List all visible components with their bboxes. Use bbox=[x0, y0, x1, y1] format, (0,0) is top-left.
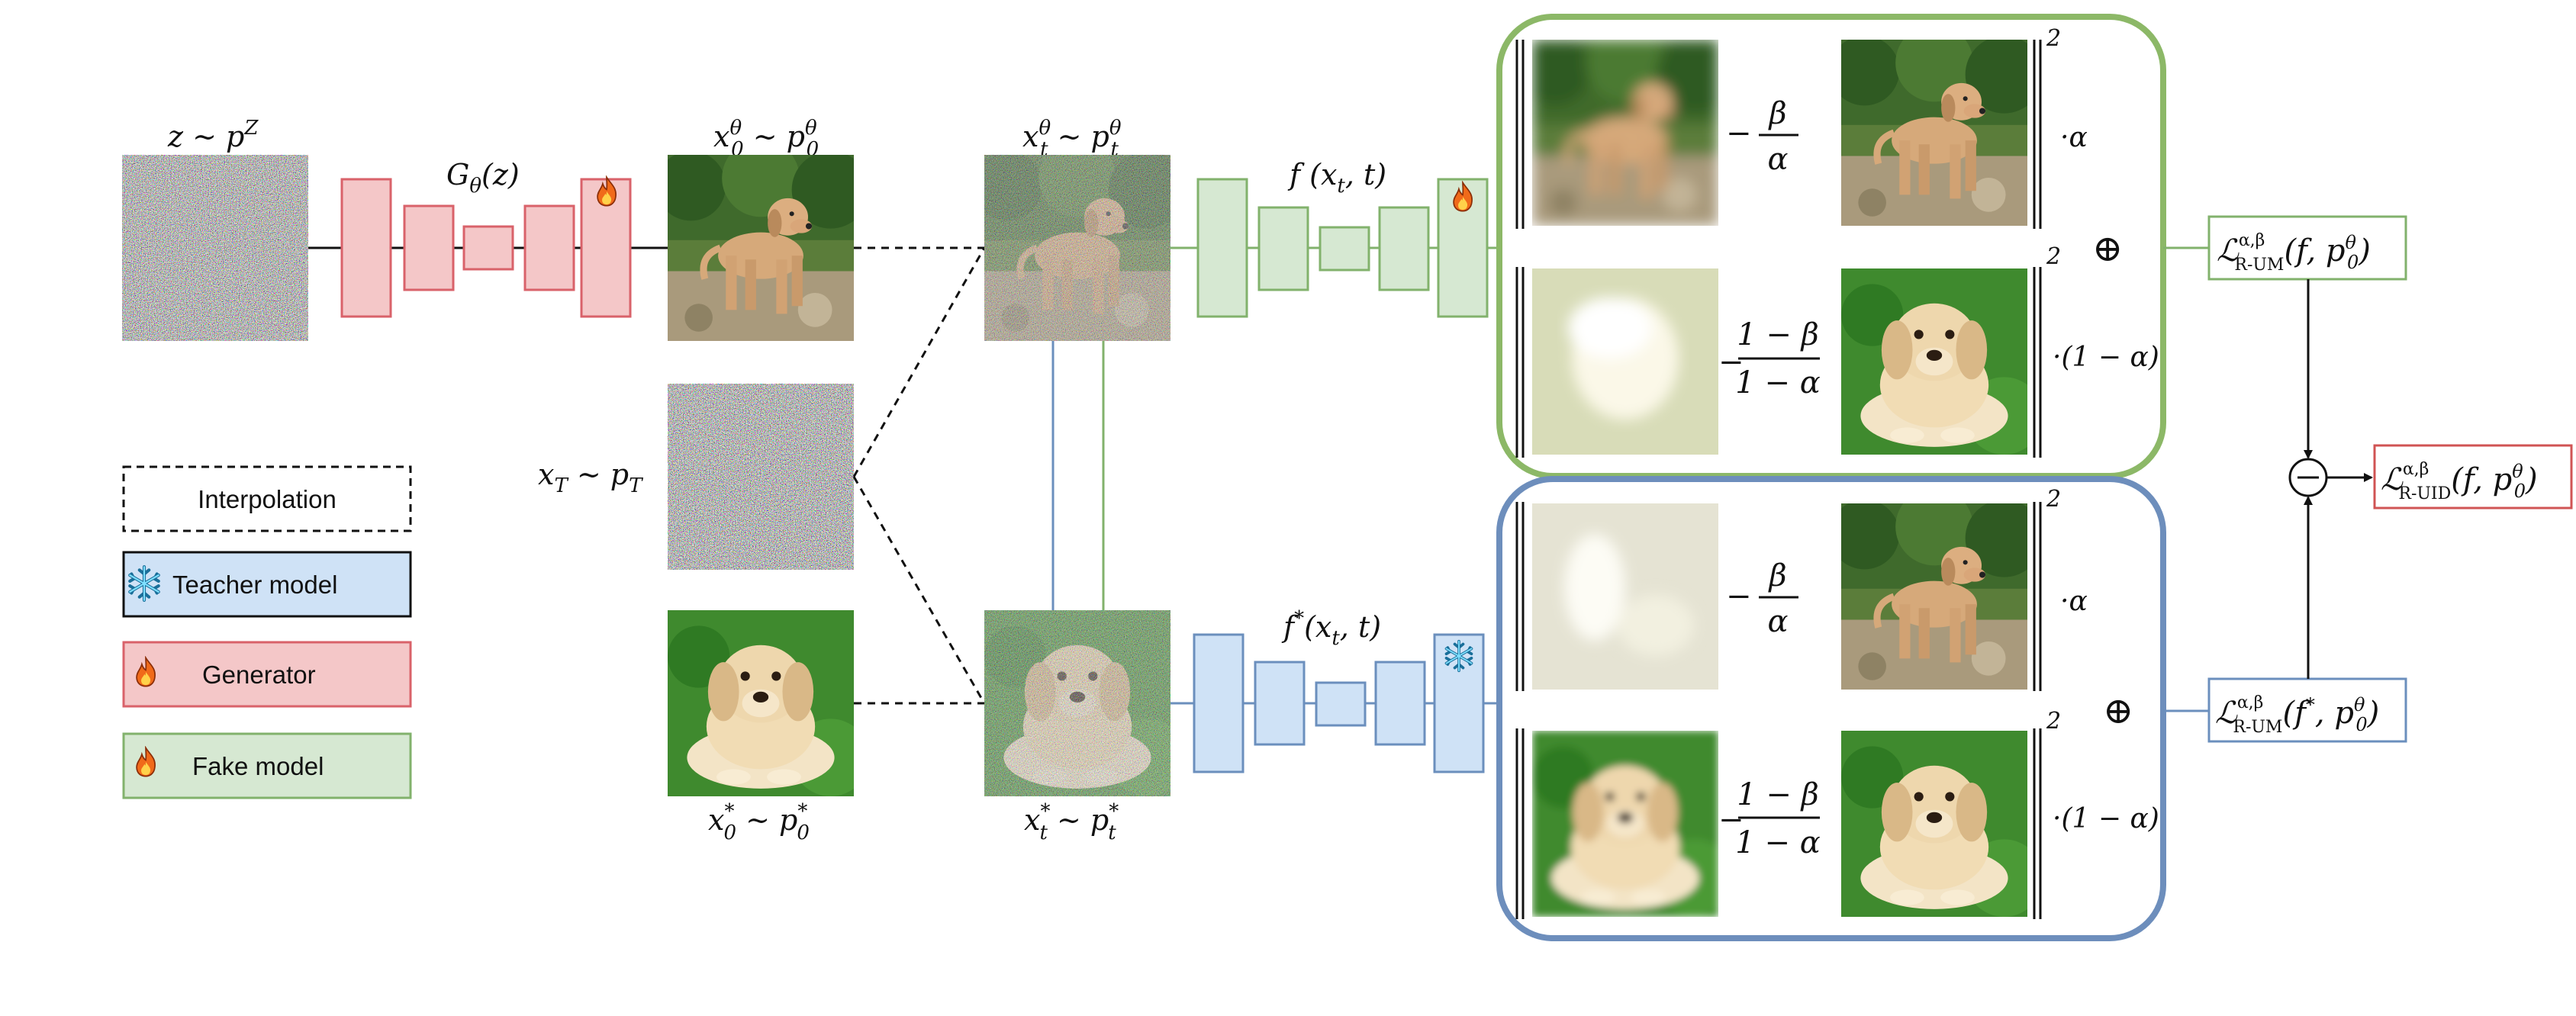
generator-network bbox=[342, 177, 668, 317]
fraction-denominator: 1 − α bbox=[1735, 365, 1820, 400]
noisy-image-xt-theta bbox=[973, 140, 1187, 341]
teacher-loss-row-1: − β α 2 ·α bbox=[1517, 486, 2088, 691]
oplus-symbol: ⊕ bbox=[2092, 227, 2123, 270]
target-image bbox=[1841, 731, 2043, 917]
real-image-x0-star bbox=[668, 610, 869, 796]
squared-exponent: 2 bbox=[2046, 25, 2061, 52]
xT-label: xT ∼ pT bbox=[538, 458, 643, 497]
fraction-numerator: β bbox=[1767, 96, 1786, 131]
minus-sign: − bbox=[1726, 579, 1752, 614]
fraction-numerator: 1 − β bbox=[1737, 317, 1819, 352]
fake-model-network bbox=[1170, 179, 1499, 317]
x0-star-label: x*0 ∼ p*0 bbox=[708, 800, 810, 844]
fraction-denominator: α bbox=[1767, 142, 1788, 177]
teacher-prediction-image bbox=[1532, 503, 1718, 690]
target-image bbox=[1830, 24, 2043, 226]
z-label: z ∼ pZ bbox=[167, 117, 259, 153]
fraction-numerator: 1 − β bbox=[1737, 777, 1819, 812]
squared-exponent: 2 bbox=[2046, 243, 2061, 270]
minus-sign: − bbox=[1726, 116, 1752, 151]
teacher-prediction-image-2 bbox=[1532, 731, 1734, 917]
noisy-image-xt-star bbox=[984, 610, 1186, 796]
xt-star-label: x*t ∼ p*t bbox=[1024, 800, 1119, 844]
fake-prediction-image bbox=[1521, 24, 1734, 226]
fraction-denominator: α bbox=[1767, 604, 1788, 639]
noise-image-xT bbox=[668, 384, 854, 570]
legend-interpolation-label: Interpolation bbox=[198, 485, 336, 513]
fraction-denominator: 1 − α bbox=[1735, 825, 1820, 860]
fraction-numerator: β bbox=[1767, 558, 1786, 593]
target-image bbox=[1841, 268, 2043, 455]
legend: Interpolation Teacher model Generator Fa… bbox=[124, 467, 411, 798]
fake-loss-row-2: − 1 − β 1 − α 2 ·(1 − α) bbox=[1517, 243, 2159, 458]
noise-image-z bbox=[122, 155, 308, 341]
oplus-symbol: ⊕ bbox=[2103, 690, 2133, 732]
one-minus-alpha-weight: ·(1 − α) bbox=[2053, 342, 2159, 373]
teacher-model-label: f*(xt, t) bbox=[1281, 607, 1381, 650]
alpha-weight: ·α bbox=[2060, 586, 2088, 617]
alpha-weight: ·α bbox=[2060, 122, 2088, 153]
fake-loss-row-1: − β α 2 ·α bbox=[1517, 24, 2088, 229]
target-image bbox=[1830, 488, 2043, 690]
interpolation-lines bbox=[854, 248, 984, 703]
squared-exponent: 2 bbox=[2046, 486, 2061, 513]
legend-teacher-label: Teacher model bbox=[172, 571, 337, 599]
legend-fake-label: Fake model bbox=[192, 752, 324, 780]
fake-model-label: f (xt, t) bbox=[1287, 158, 1386, 198]
generator-label: Gθ(z) bbox=[446, 158, 520, 198]
legend-generator-label: Generator bbox=[202, 661, 316, 689]
teacher-loss-row-2: − 1 − β 1 − α 2 ·(1 − α) bbox=[1517, 708, 2159, 919]
generated-image-x0-theta bbox=[656, 140, 870, 341]
fake-prediction-image-2 bbox=[1532, 268, 1718, 455]
one-minus-alpha-weight: ·(1 − α) bbox=[2053, 803, 2159, 834]
squared-exponent: 2 bbox=[2046, 708, 2061, 735]
teacher-model-network bbox=[1170, 635, 1499, 772]
